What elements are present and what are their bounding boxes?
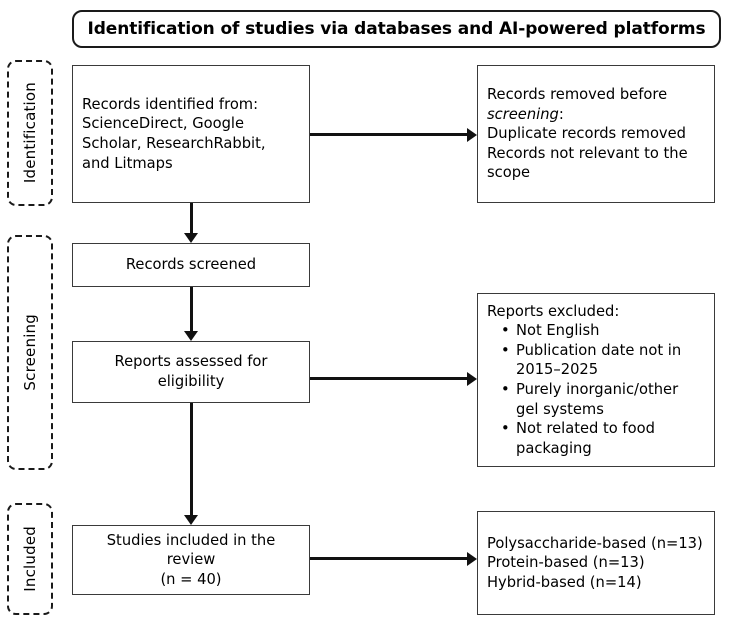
arrowhead-identified-to-removed bbox=[467, 127, 477, 142]
connector-identified-to-removed bbox=[310, 133, 468, 136]
node-studies-included: Studies included in the review (n = 40) bbox=[72, 525, 310, 595]
arrowhead-assessed-to-excluded bbox=[467, 371, 477, 386]
records-removed-line-5: scope bbox=[487, 164, 531, 182]
records-removed-line-2: screening: bbox=[487, 105, 705, 125]
records-identified-line-4: and Litmaps bbox=[82, 154, 173, 172]
connector-assessed-to-excluded bbox=[310, 377, 468, 380]
records-removed-line-4: Records not relevant to the bbox=[487, 144, 688, 162]
records-identified-line-2: ScienceDirect, Google bbox=[82, 115, 245, 133]
arrowhead-identified-to-screened bbox=[184, 233, 198, 243]
studies-included-line-1: Studies included in the bbox=[106, 531, 276, 549]
stage-label-included-text: Included bbox=[21, 526, 39, 592]
connector-screened-to-assessed bbox=[189, 287, 193, 331]
stage-label-identification-text: Identification bbox=[21, 82, 39, 184]
node-records-identified: Records identified from: ScienceDirect, … bbox=[72, 65, 310, 203]
records-removed-colon: : bbox=[558, 105, 564, 123]
reports-assessed-line-1: Reports assessed for bbox=[114, 353, 268, 371]
records-identified-line-3: Scholar, ResearchRabbit, bbox=[82, 135, 266, 152]
node-reports-assessed: Reports assessed for eligibility bbox=[72, 341, 310, 403]
records-removed-italic-word: screening bbox=[487, 105, 559, 123]
arrowhead-included-to-categories bbox=[467, 551, 477, 566]
list-item: Purely inorganic/other gel systems bbox=[501, 380, 705, 419]
list-item: Publication date not in 2015–2025 bbox=[501, 341, 705, 380]
category-hybrid-based: Hybrid-based (n=14) bbox=[487, 573, 642, 591]
stage-label-included: Included bbox=[7, 503, 53, 615]
studies-included-count: (n = 40) bbox=[160, 570, 222, 588]
node-records-screened: Records screened bbox=[72, 243, 310, 287]
diagram-title: Identification of studies via databases … bbox=[87, 19, 706, 39]
arrowhead-screened-to-assessed bbox=[184, 331, 198, 341]
records-removed-line-3: Duplicate records removed bbox=[487, 125, 686, 143]
list-item: Not English bbox=[501, 321, 705, 341]
node-reports-excluded: Reports excluded: Not English Publicatio… bbox=[477, 293, 715, 467]
category-polysaccharide-based: Polysaccharide-based (n=13) bbox=[487, 534, 703, 552]
records-removed-line-1: Records removed before bbox=[487, 86, 668, 104]
diagram-title-banner: Identification of studies via databases … bbox=[72, 10, 721, 48]
stage-label-screening-text: Screening bbox=[21, 314, 39, 391]
category-protein-based: Protein-based (n=13) bbox=[487, 554, 645, 572]
stage-label-identification: Identification bbox=[7, 60, 53, 206]
reports-assessed-line-2: eligibility bbox=[157, 373, 225, 390]
studies-included-line-2: review bbox=[166, 551, 216, 569]
records-screened-text: Records screened bbox=[125, 256, 257, 274]
connector-assessed-to-included bbox=[189, 403, 193, 515]
reports-excluded-bullet-list: Not English Publication date not in 2015… bbox=[487, 321, 705, 458]
node-records-removed: Records removed before screening: Duplic… bbox=[477, 65, 715, 203]
records-identified-line-1: Records identified from: bbox=[82, 95, 259, 113]
arrowhead-assessed-to-included bbox=[184, 515, 198, 525]
stage-label-screening: Screening bbox=[7, 235, 53, 470]
node-category-breakdown: Polysaccharide-based (n=13) Protein-base… bbox=[477, 511, 715, 615]
connector-included-to-categories bbox=[310, 557, 468, 560]
connector-identified-to-screened bbox=[189, 203, 193, 235]
list-item: Not related to food packaging bbox=[501, 419, 705, 458]
reports-excluded-heading: Reports excluded: bbox=[487, 302, 620, 320]
